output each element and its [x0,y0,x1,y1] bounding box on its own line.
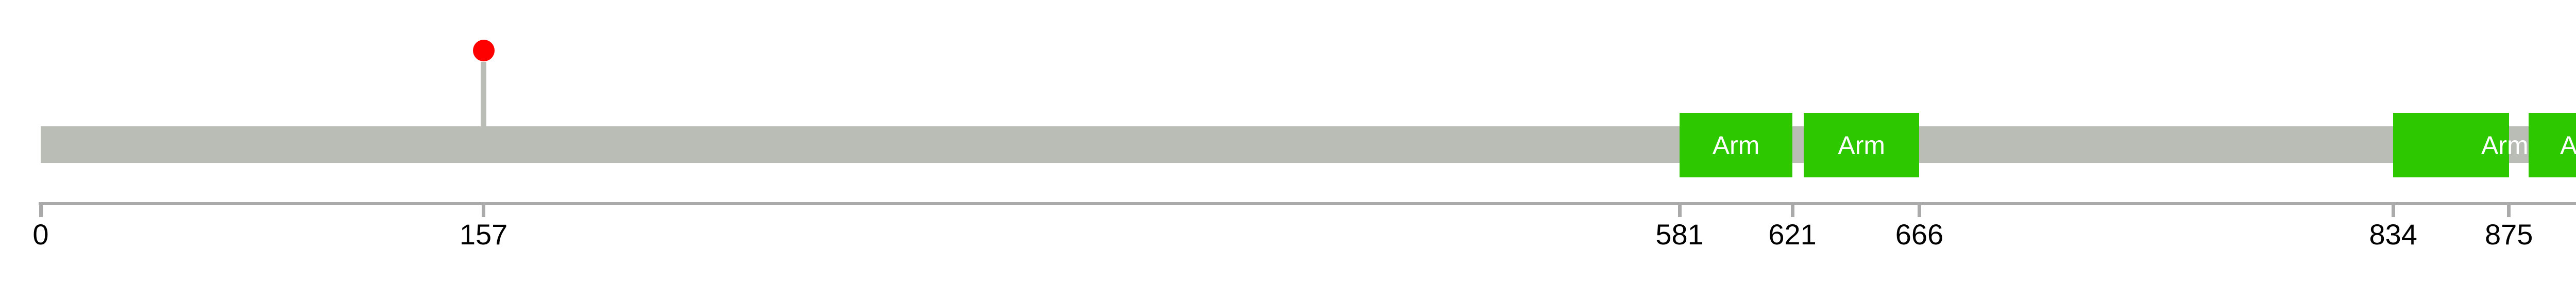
domain-label: Arm [1838,130,1885,160]
axis-tick-label: 581 [1655,218,1704,251]
axis-tick-label: 834 [2369,218,2417,251]
protein-backbone-bar [41,126,2576,163]
axis-tick-mark [39,202,43,217]
axis-tick-mark [1677,202,1682,217]
axis-line [39,202,2576,205]
domain-box[interactable]: Arm [1803,113,1920,177]
axis-tick-mark [2507,202,2511,217]
domain-box[interactable]: Arm [2529,113,2576,177]
domain-box[interactable]: Arm [1680,113,1793,177]
axis-tick-mark [2391,202,2395,217]
domain-label: Arm [1712,130,1760,160]
domain-label: Arm [2560,130,2576,160]
axis-tick-label: 666 [1895,218,1944,251]
axis-tick-label: 0 [32,218,49,251]
axis-tick-mark [1917,202,1921,217]
lollipop-marker[interactable] [472,40,495,61]
axis-tick-label: 875 [2484,218,2533,251]
axis-tick-mark [1790,202,1794,217]
axis-tick-label: 621 [1768,218,1817,251]
lollipop-stem [481,62,487,127]
axis-tick-mark [482,202,486,217]
domain-box[interactable]: Arm [2393,113,2529,177]
axis-tick-label: 157 [459,218,508,251]
